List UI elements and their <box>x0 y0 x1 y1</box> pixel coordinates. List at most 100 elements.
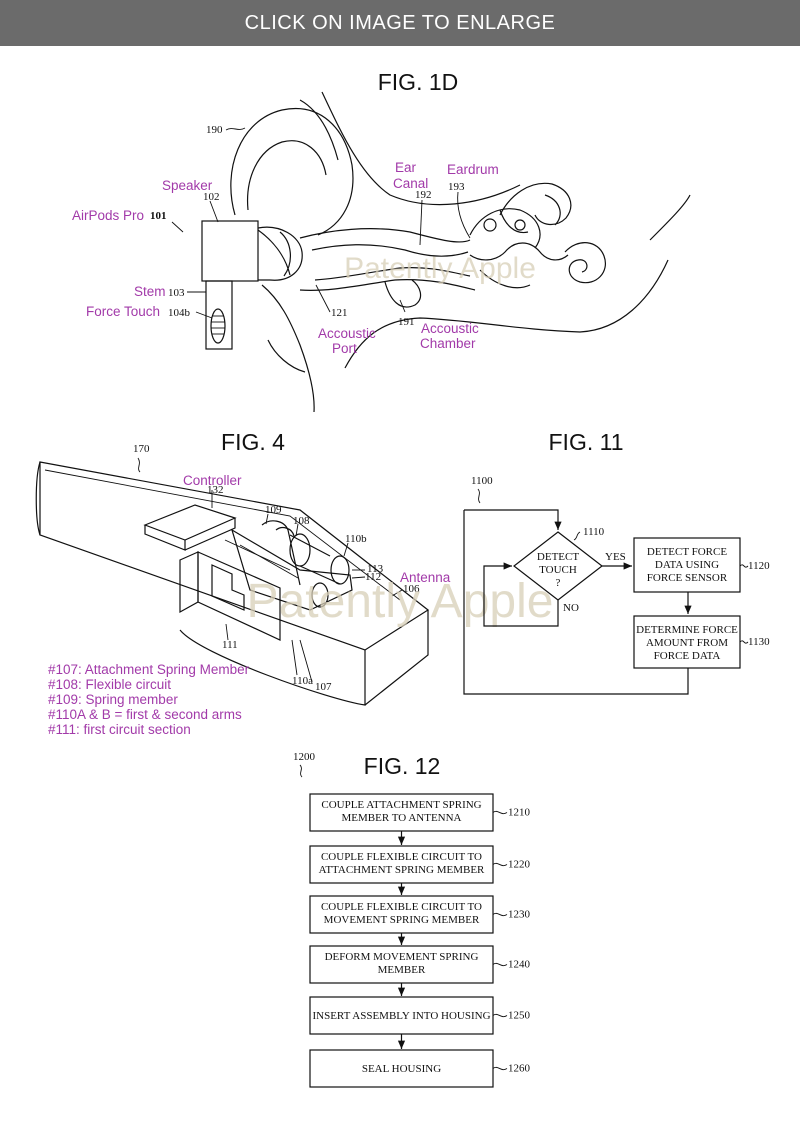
fig-4-title: FIG. 4 <box>221 429 285 455</box>
flow-step: SEAL HOUSING 1260 <box>309 1049 531 1088</box>
fig-1d-title: FIG. 1D <box>378 69 459 95</box>
flow-step-leader <box>492 912 508 917</box>
label-canal: Canal <box>393 176 428 191</box>
flow-step-text: MOVEMENT SPRING MEMBER <box>324 914 480 926</box>
decision-line: DETECT <box>537 551 579 563</box>
ref-112: 112 <box>365 571 381 583</box>
legend-item: #111: first circuit section <box>48 722 191 737</box>
ref-110b: 110b <box>345 533 367 545</box>
label-speaker: Speaker <box>162 178 213 193</box>
yes-label: YES <box>605 551 626 563</box>
flow-step-leader <box>492 862 508 867</box>
box-detect-force <box>633 537 741 593</box>
label-port-2: Port <box>332 341 357 356</box>
box-line: DATA USING <box>655 559 719 571</box>
label-chamber-2: Chamber <box>420 336 476 351</box>
flow-step-ref: 1230 <box>508 909 531 921</box>
ref-101: 101 <box>150 210 167 222</box>
no-label: NO <box>563 602 579 614</box>
ref-192: 192 <box>415 189 432 201</box>
box-line: DETERMINE FORCE <box>636 624 738 636</box>
fig-1d: FIG. 1D <box>72 69 691 413</box>
ref-113: 113 <box>367 563 384 575</box>
flow-step-text: INSERT ASSEMBLY INTO HOUSING <box>312 1010 490 1022</box>
label-chamber-1: Accoustic <box>421 321 479 336</box>
label-ear: Ear <box>395 160 417 175</box>
box-line: FORCE DATA <box>654 650 721 662</box>
fig-11-title: FIG. 11 <box>549 429 624 455</box>
fig-12: FIG. 12 1200 COUPLE ATTACHMENT SPRINGMEM… <box>293 751 531 1088</box>
flow-step-leader <box>492 1066 508 1071</box>
decision-line: ? <box>556 577 561 589</box>
watermark-2: Patently Apple <box>247 575 554 628</box>
ref-1110: 1110 <box>583 526 605 538</box>
legend-item: #107: Attachment Spring Member <box>48 662 250 677</box>
ref-106: 106 <box>403 583 420 595</box>
ref-108: 108 <box>293 515 310 527</box>
flow-step-ref: 1260 <box>508 1063 531 1075</box>
fig-4-legend: #107: Attachment Spring Member #108: Fle… <box>48 662 250 737</box>
fig-11: FIG. 11 1100 DETECT TOUCH ? 1110 NO YES … <box>463 429 770 695</box>
ref-193: 193 <box>448 181 465 193</box>
flow-step-text: SEAL HOUSING <box>362 1063 441 1075</box>
ref-1120: 1120 <box>748 560 770 572</box>
decision-line: TOUCH <box>539 564 577 576</box>
flow-step-text: COUPLE FLEXIBLE CIRCUIT TO <box>321 901 482 913</box>
flow-step-text: DEFORM MOVEMENT SPRING <box>325 951 479 963</box>
flow-step-leader <box>492 810 508 815</box>
enlarge-banner[interactable]: CLICK ON IMAGE TO ENLARGE <box>0 0 800 46</box>
flow-step-leader <box>492 962 508 967</box>
ref-1100: 1100 <box>471 475 493 487</box>
label-eardrum: Eardrum <box>447 162 499 177</box>
flow-step: INSERT ASSEMBLY INTO HOUSING 1250 <box>309 996 531 1049</box>
fig-4: FIG. 4 170 <box>35 429 554 737</box>
flow-step-ref: 1220 <box>508 859 531 871</box>
ref-107: 107 <box>315 681 332 693</box>
label-antenna: Antenna <box>400 570 451 585</box>
watermark-1: Patently Apple <box>344 252 536 285</box>
ref-1200: 1200 <box>293 751 316 763</box>
label-controller: Controller <box>183 473 242 488</box>
label-stem: Stem <box>134 284 166 299</box>
ref-1130: 1130 <box>748 636 770 648</box>
label-airpods-pro: AirPods Pro <box>72 208 144 223</box>
flow-step-text: COUPLE FLEXIBLE CIRCUIT TO <box>321 851 482 863</box>
ear-drawing <box>230 91 691 413</box>
legend-item: #110A & B = first & second arms <box>48 707 242 722</box>
label-force-touch: Force Touch <box>86 304 160 319</box>
ref-109: 109 <box>265 504 282 516</box>
flow-step-text: MEMBER TO ANTENNA <box>342 812 462 824</box>
ref-191: 191 <box>398 316 415 328</box>
ref-110a: 110a <box>292 675 313 687</box>
ref-190: 190 <box>206 124 223 136</box>
flow-step-ref: 1210 <box>508 807 531 819</box>
box-line: AMOUNT FROM <box>646 637 728 649</box>
ref-170: 170 <box>133 443 150 455</box>
airpods-drawing <box>201 220 303 350</box>
label-port-1: Accoustic <box>318 326 376 341</box>
legend-item: #108: Flexible circuit <box>48 677 171 692</box>
box-line: FORCE SENSOR <box>647 572 728 584</box>
ref-104b: 104b <box>168 307 191 319</box>
antenna-housing-drawing <box>35 461 430 706</box>
flow-step-text: COUPLE ATTACHMENT SPRING <box>321 799 481 811</box>
flow-step-text: MEMBER <box>378 964 426 976</box>
fig-12-title: FIG. 12 <box>364 753 441 779</box>
flow-step-text: ATTACHMENT SPRING MEMBER <box>319 864 485 876</box>
ref-102: 102 <box>203 191 220 203</box>
flow-step-ref: 1240 <box>508 959 531 971</box>
flow-step-leader <box>492 1013 508 1018</box>
box-line: DETECT FORCE <box>647 546 727 558</box>
ref-111: 111 <box>222 639 238 651</box>
ref-103: 103 <box>168 287 185 299</box>
ref-132: 132 <box>207 484 224 496</box>
legend-item: #109: Spring member <box>48 692 178 707</box>
ref-121: 121 <box>331 307 348 319</box>
flow-step-ref: 1250 <box>508 1010 531 1022</box>
